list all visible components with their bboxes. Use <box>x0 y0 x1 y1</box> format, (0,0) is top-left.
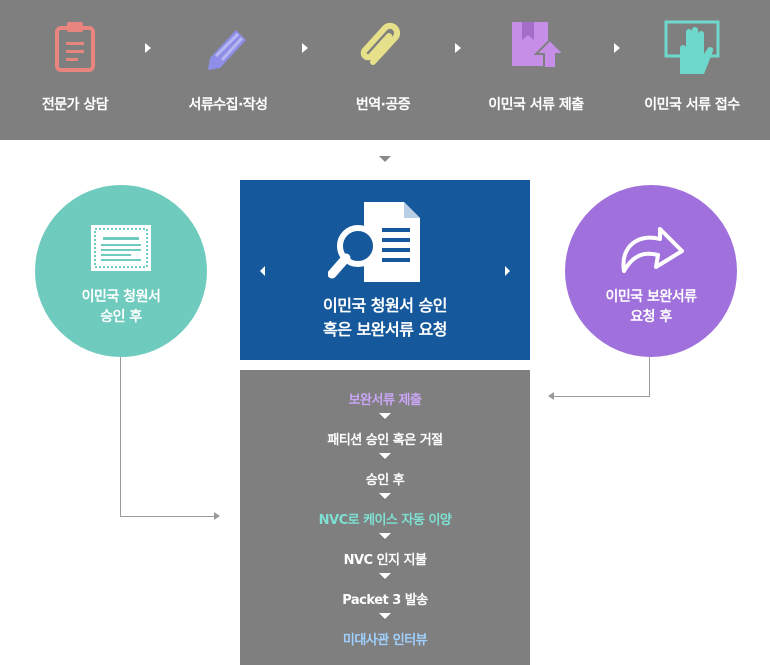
flow-down-arrow-icon <box>379 613 391 619</box>
step-receipt: 이민국 서류 접수 <box>617 0 767 140</box>
flow-step-embassy-interview: 미대사관 인터뷰 <box>342 633 428 648</box>
center-box-label: 이민국 청원서 승인 혹은 보완서류 요청 <box>240 294 530 342</box>
connector-right-vertical <box>649 357 650 396</box>
center-box-line1: 이민국 청원서 승인 <box>323 296 447 315</box>
flow-step-packet-3: Packet 3 발송 <box>342 593 428 608</box>
step-label: 서류수집·작성 <box>188 97 268 113</box>
flow-step-after-approval: 승인 후 <box>365 473 405 488</box>
petition-approved-circle: 이민국 청원서 승인 후 <box>35 185 207 357</box>
circle-label-line2: 요청 후 <box>630 309 672 325</box>
redo-arrow-icon <box>616 225 686 279</box>
certificate-icon <box>89 223 153 277</box>
flow-step-nvc-fee: NVC 인지 지불 <box>343 553 427 568</box>
flow-down-arrow-icon <box>379 453 391 459</box>
flow-down-arrow-icon <box>379 493 391 499</box>
step-arrow-icon <box>614 43 620 53</box>
step-consultation: 전문가 상담 <box>0 0 150 140</box>
flow-down-arrow-icon <box>379 413 391 419</box>
right-arrow-icon <box>505 266 510 276</box>
connector-right-arrowhead-icon <box>548 392 554 400</box>
upload-document-icon <box>506 18 567 78</box>
connector-left-vertical <box>120 357 121 516</box>
circle-label-line2: 승인 후 <box>100 309 142 325</box>
step-documents: 서류수집·작성 <box>153 0 303 140</box>
rfe-circle: 이민국 보완서류 요청 후 <box>565 185 737 357</box>
circle-label: 이민국 청원서 승인 후 <box>35 287 207 327</box>
flow-down-arrow-icon <box>379 533 391 539</box>
flow-step-petition-decision: 패티션 승인 혹은 거절 <box>327 433 443 448</box>
paperclip-icon <box>355 18 411 78</box>
step-label: 번역·공증 <box>355 97 411 113</box>
circle-label-line1: 이민국 청원서 <box>81 289 161 305</box>
down-arrow-icon <box>379 156 391 162</box>
process-steps-band: 전문가 상담 서류수집·작성 번역·공증 이민 <box>0 0 770 140</box>
hand-receive-icon <box>662 18 722 80</box>
clipboard-icon <box>53 18 97 78</box>
circle-label: 이민국 보완서류 요청 후 <box>565 287 737 327</box>
step-arrow-icon <box>302 43 308 53</box>
step-label: 이민국 서류 접수 <box>644 97 740 113</box>
step-label: 이민국 서류 제출 <box>488 97 584 113</box>
left-arrow-icon <box>260 266 265 276</box>
document-search-icon <box>327 198 424 290</box>
flow-down-arrow-icon <box>379 573 391 579</box>
pencil-icon <box>200 18 256 78</box>
circle-label-line1: 이민국 보완서류 <box>605 289 697 305</box>
step-submit: 이민국 서류 제출 <box>461 0 611 140</box>
center-box-line2: 혹은 보완서류 요청 <box>323 320 447 339</box>
connector-right-horizontal <box>554 396 650 397</box>
connector-left-horizontal <box>120 516 216 517</box>
connector-left-arrowhead-icon <box>214 512 220 520</box>
step-arrow-icon <box>145 43 151 53</box>
flow-step-nvc-transfer: NVC로 케이스 자동 이양 <box>318 513 452 528</box>
step-arrow-icon <box>455 43 461 53</box>
approval-or-rfe-box: 이민국 청원서 승인 혹은 보완서류 요청 <box>240 180 530 360</box>
flow-step-rfe-submit: 보완서류 제출 <box>348 393 422 408</box>
step-label: 전문가 상담 <box>41 97 109 113</box>
step-translation: 번역·공증 <box>308 0 458 140</box>
process-flow-box: 보완서류 제출 패티션 승인 혹은 거절 승인 후 NVC로 케이스 자동 이양… <box>240 370 530 665</box>
